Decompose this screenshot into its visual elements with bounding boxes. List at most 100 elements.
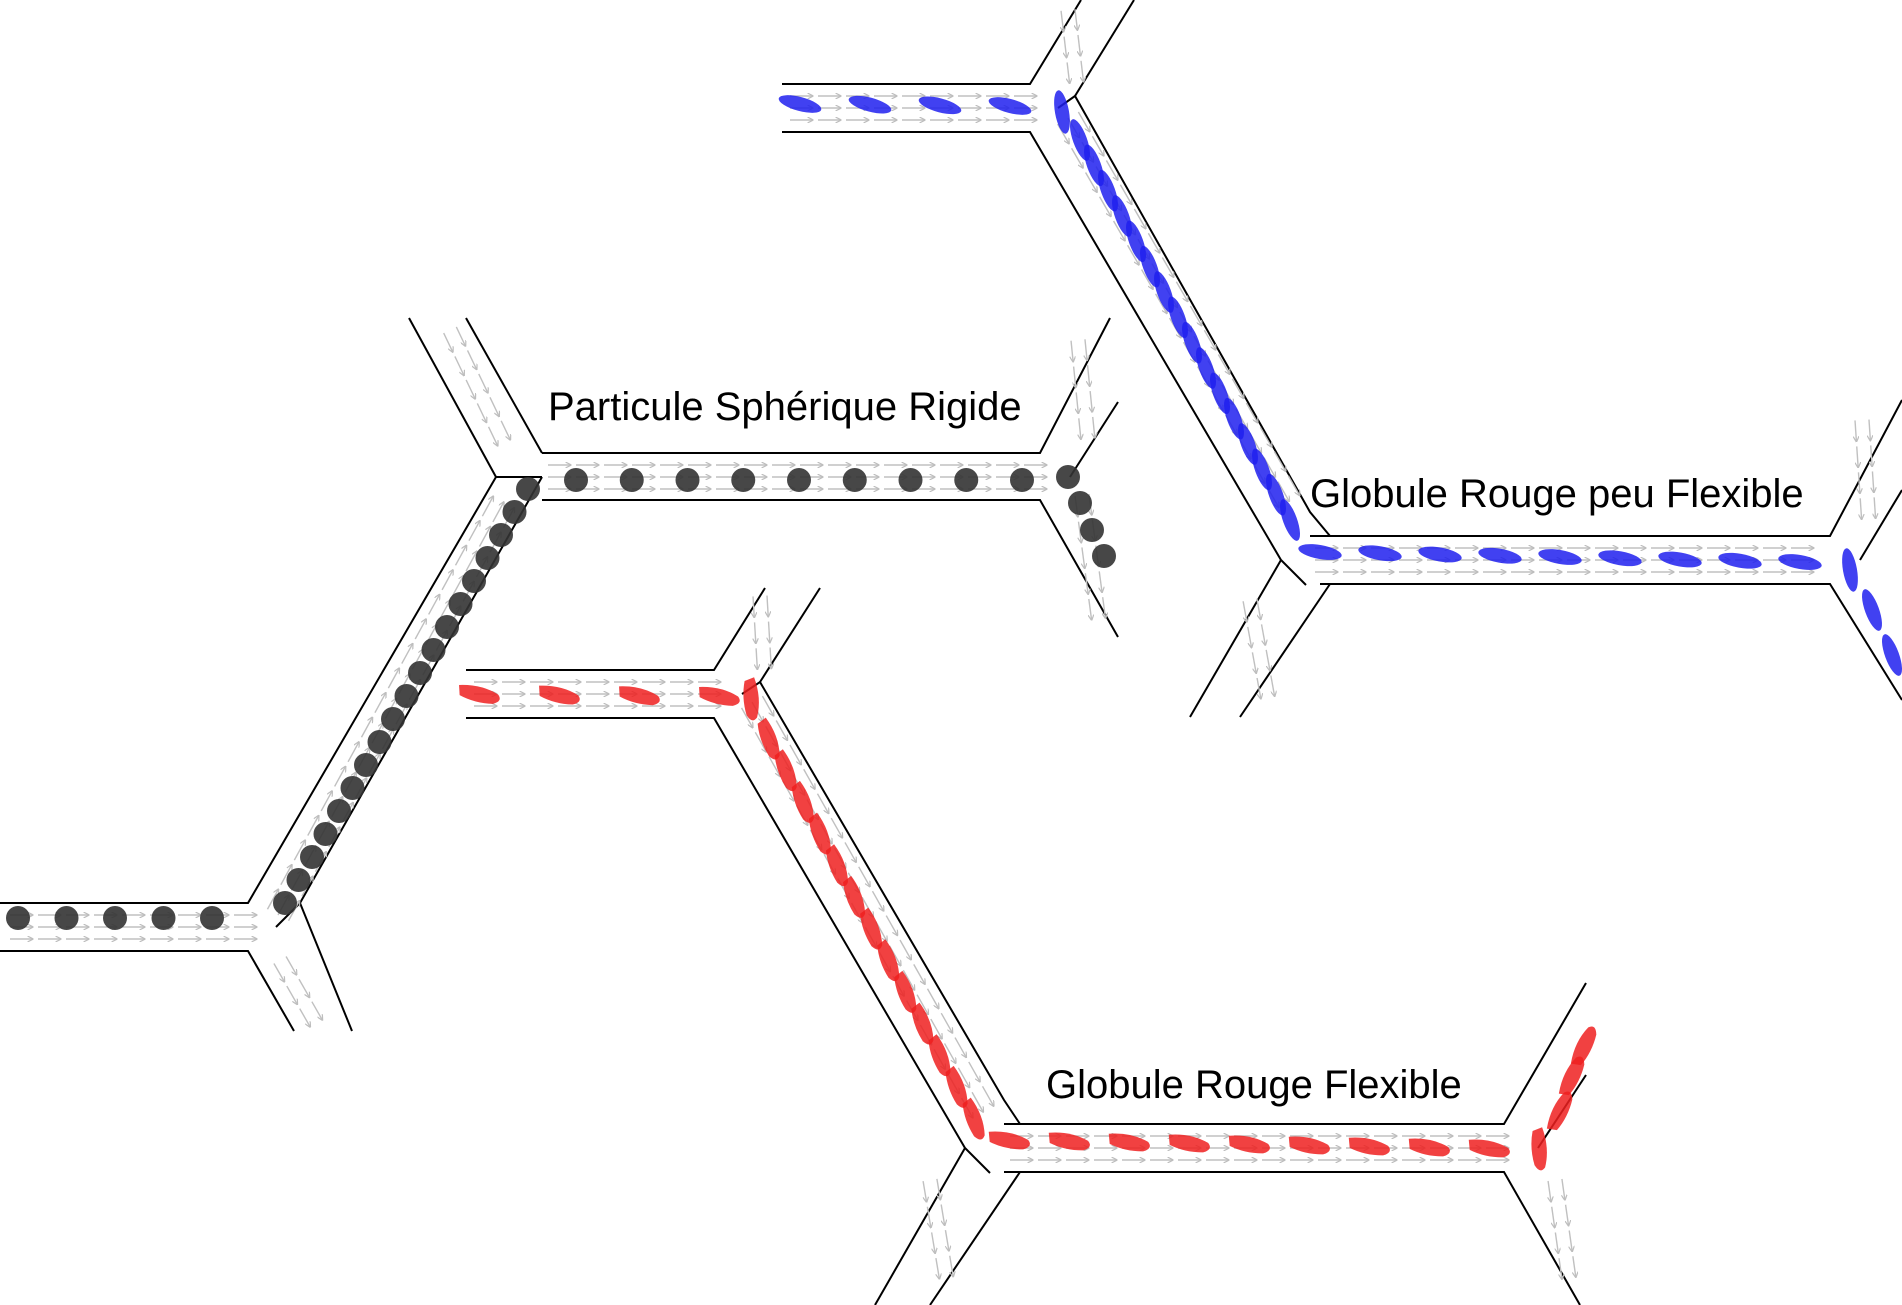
flow-arrow bbox=[926, 1206, 930, 1228]
flow-arrow bbox=[476, 403, 486, 422]
stiff-red-cell bbox=[988, 97, 1032, 115]
flow-arrow bbox=[320, 791, 332, 812]
flow-arrow bbox=[286, 985, 297, 1004]
rigid-particle bbox=[475, 546, 500, 570]
flow-arrow bbox=[1270, 675, 1275, 695]
flow-arrow bbox=[1573, 1256, 1576, 1277]
flexible-red-cell bbox=[928, 1034, 951, 1077]
rigid-particle bbox=[300, 845, 324, 869]
flow-arrow bbox=[1119, 184, 1131, 204]
flow-arrow bbox=[754, 731, 766, 752]
flow-arrow bbox=[1147, 232, 1159, 252]
flow-arrow bbox=[954, 1037, 966, 1058]
flow-arrow bbox=[1126, 244, 1139, 264]
flow-arrow bbox=[374, 693, 386, 714]
flow-arrow bbox=[360, 718, 372, 738]
flow-arrow bbox=[1067, 62, 1069, 83]
flow-arrow bbox=[1869, 419, 1870, 441]
flow-arrow bbox=[756, 648, 757, 669]
flow-arrow bbox=[1256, 598, 1261, 619]
rigid-particle bbox=[1092, 544, 1116, 568]
flow-arrow bbox=[1566, 1204, 1569, 1226]
flow-arrow bbox=[1089, 598, 1092, 620]
flow-arrow bbox=[298, 978, 309, 997]
stiff-red-cell bbox=[1862, 589, 1882, 631]
flow-arrow bbox=[885, 915, 897, 936]
flow-arrow bbox=[454, 546, 467, 566]
flow-arrow bbox=[1103, 597, 1106, 618]
flow-arrow bbox=[775, 720, 787, 740]
flow-arrow bbox=[1082, 547, 1085, 568]
panel-stiff-rbc: Globule Rouge peu Flexible bbox=[778, 0, 1902, 718]
particles-flexible-rbc bbox=[459, 677, 1597, 1171]
flow-arrow bbox=[1085, 573, 1088, 594]
flexible-red-cell bbox=[843, 875, 866, 918]
flexible-red-cell bbox=[894, 970, 917, 1013]
rigid-particle bbox=[842, 468, 867, 492]
flow-arrow bbox=[1064, 36, 1066, 58]
flow-arrow bbox=[1071, 340, 1073, 362]
flow-arrow bbox=[926, 988, 939, 1009]
stiff-red-cell bbox=[1658, 551, 1702, 568]
flow-arrow bbox=[1189, 305, 1201, 325]
flow-arrow bbox=[981, 1085, 994, 1106]
flow-arrow bbox=[285, 956, 296, 975]
rigid-particle bbox=[787, 468, 811, 492]
particles-rigid bbox=[6, 465, 1116, 930]
flow-arrow bbox=[930, 1232, 935, 1253]
rigid-particle bbox=[516, 477, 540, 501]
flow-arrow bbox=[273, 963, 284, 981]
flow-arrow bbox=[1090, 390, 1092, 412]
flow-arrow bbox=[930, 1018, 942, 1039]
flow-arrow bbox=[1175, 281, 1187, 301]
flow-arrow bbox=[871, 890, 883, 911]
flow-arrow bbox=[943, 1043, 956, 1063]
flow-arrow bbox=[452, 576, 464, 596]
flow-arrow bbox=[347, 742, 359, 763]
flow-arrow bbox=[1245, 402, 1257, 422]
rigid-particle bbox=[1080, 518, 1104, 542]
rigid-particle bbox=[103, 906, 127, 930]
flexible-red-cell bbox=[962, 1097, 985, 1140]
flow-arrow bbox=[1099, 571, 1102, 592]
flexible-red-cell bbox=[808, 812, 831, 855]
flow-arrow bbox=[1855, 420, 1856, 441]
rigid-particle bbox=[502, 500, 527, 524]
rigid-particle bbox=[1010, 468, 1034, 492]
flow-arrow bbox=[500, 420, 510, 440]
flexible-red-cell bbox=[774, 749, 797, 792]
flow-arrow bbox=[1078, 34, 1080, 56]
rigid-particle bbox=[273, 891, 297, 915]
particles-stiff-rbc bbox=[778, 90, 1902, 676]
flow-arrow bbox=[387, 668, 399, 689]
flow-arrow bbox=[1112, 220, 1125, 240]
flow-arrow bbox=[1091, 135, 1103, 155]
flow-arrow bbox=[414, 619, 426, 640]
stiff-red-cell bbox=[1280, 499, 1300, 541]
flow-arrow bbox=[455, 326, 465, 346]
flow-arrow bbox=[1085, 339, 1087, 360]
stiff-red-cell bbox=[1358, 545, 1402, 562]
flow-arrow bbox=[1552, 1206, 1555, 1228]
flow-arrow bbox=[1161, 257, 1173, 277]
flow-arrow bbox=[1077, 111, 1089, 131]
flow-arrow bbox=[401, 644, 413, 664]
flow-arrow bbox=[481, 497, 493, 517]
flexible-red-cell bbox=[743, 677, 759, 721]
flow-arrow bbox=[949, 1255, 953, 1277]
flow-arrow bbox=[1078, 521, 1081, 543]
flexible-red-cell bbox=[1228, 1135, 1270, 1154]
flexible-red-cell bbox=[911, 1002, 934, 1045]
stiff-red-cell bbox=[1418, 546, 1462, 563]
flow-arrow bbox=[1075, 9, 1077, 30]
flexible-red-cell bbox=[1108, 1133, 1150, 1152]
flow-arrow bbox=[1251, 652, 1256, 672]
flow-arrow bbox=[767, 595, 768, 617]
rigid-particle bbox=[286, 868, 311, 892]
rigid-particle bbox=[619, 468, 644, 492]
panel-rigid: Particule Sphérique Rigide bbox=[0, 317, 1119, 1032]
flow-arrow bbox=[1081, 60, 1083, 82]
flow-arrow bbox=[922, 1181, 926, 1202]
flow-arrow bbox=[935, 1257, 939, 1279]
flow-arrow bbox=[307, 816, 319, 836]
